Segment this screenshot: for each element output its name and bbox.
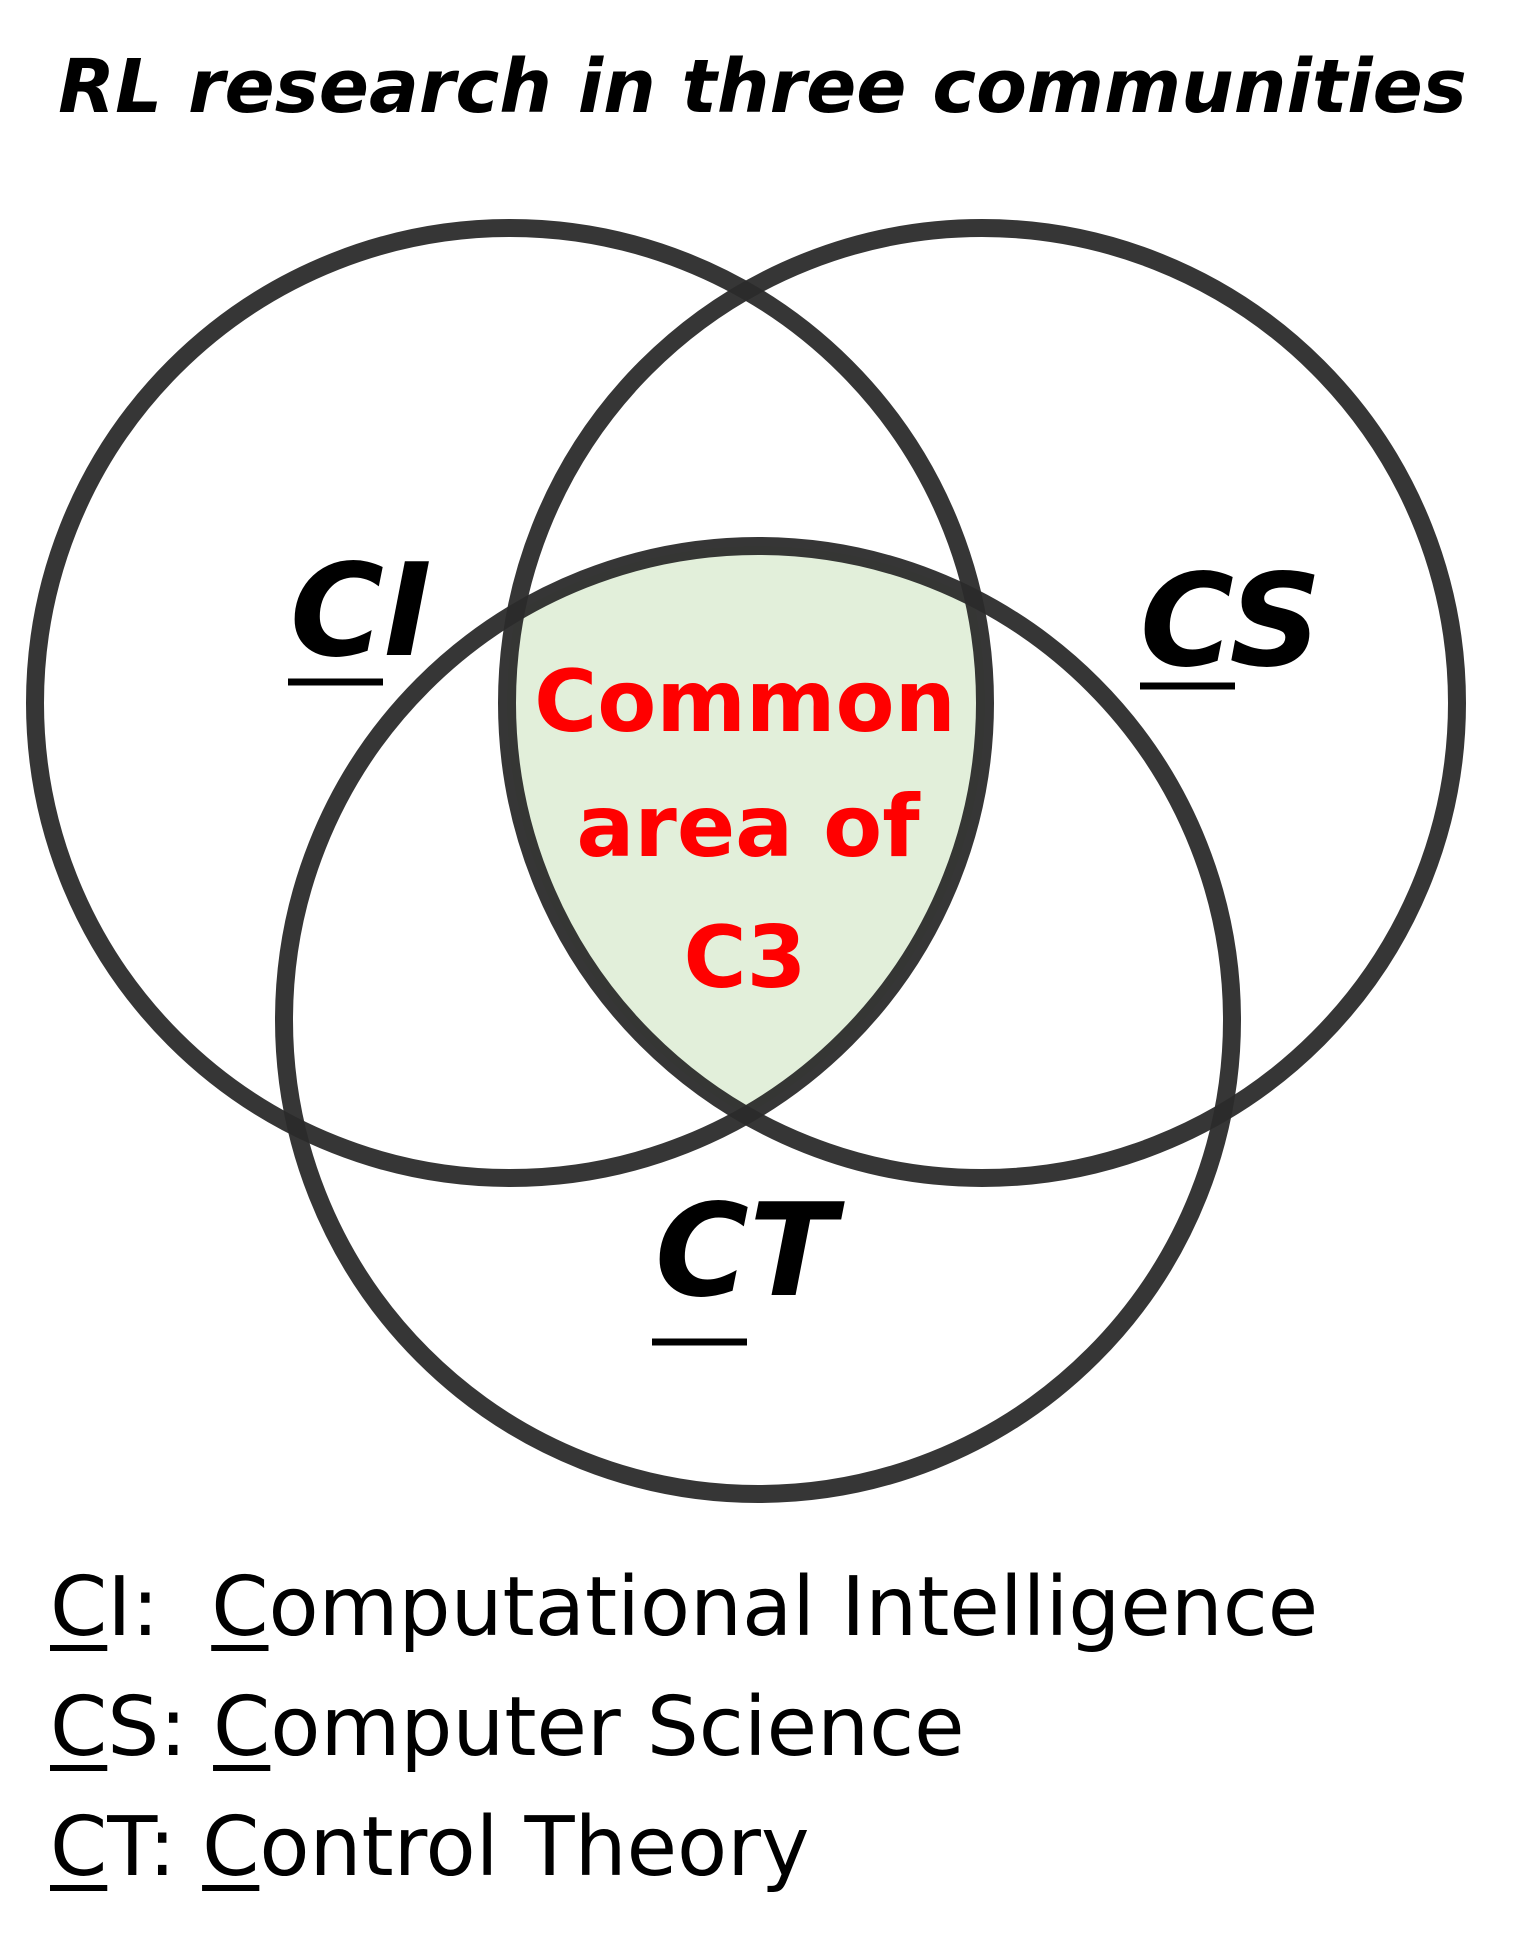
circle-ct [275,537,1241,1503]
common-line-3: C3 [684,908,807,1008]
label-ci: CI [290,537,432,686]
common-line-1: Common [534,652,956,752]
common-line-2: area of [576,777,921,877]
diagram-title: RL research in three communities [58,44,1467,130]
label-cs: CS [1140,547,1322,696]
circle-cs [498,219,1466,1187]
legend-item-cs: CS: Computer Science [50,1680,965,1775]
legend-item-ct: CT: Control Theory [50,1800,810,1895]
label-ct: CT [655,1177,845,1326]
legend-item-ci: CI: Computational Intelligence [50,1560,1319,1655]
circle-ci [26,219,994,1187]
